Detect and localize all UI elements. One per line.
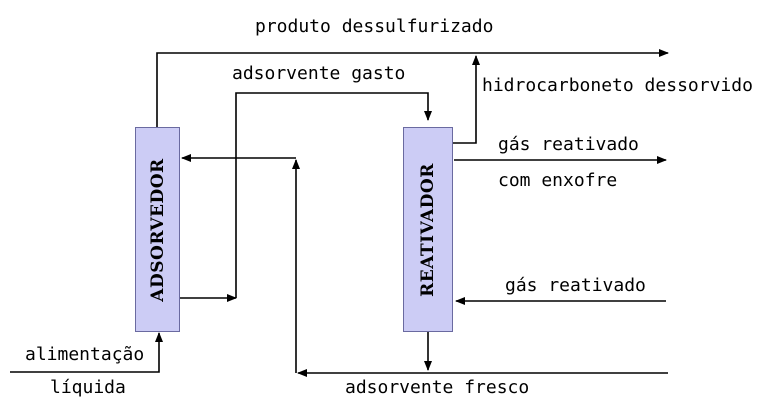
sulfur-gas-label-2: com enxofre [498, 170, 618, 191]
adsorber-label: ADSORVEDOR [147, 157, 168, 302]
reactivation-gas-label: gás reativado [505, 275, 646, 296]
adsorber-vessel: ADSORVEDOR [135, 127, 180, 332]
feed-line [10, 332, 163, 373]
product-label: produto dessulfurizado [255, 16, 494, 37]
spent-adsorbent-line-b [235, 92, 432, 298]
fresh-adsorbent-label: adsorvente fresco [345, 377, 530, 398]
reactivator-vessel: REATIVADOR [403, 127, 453, 332]
feed-label-2: líquida [50, 377, 126, 398]
product-stream-line [156, 49, 669, 128]
spent-adsorbent-label: adsorvente gasto [232, 63, 406, 84]
feed-label-1: alimentação [25, 344, 145, 365]
sulfur-gas-label-1: gás reativado [498, 134, 639, 155]
desorbed-hydrocarbon-line [450, 55, 480, 144]
desorbed-hydrocarbon-label: hidrocarboneto dessorvido [482, 75, 753, 96]
reactivator-label: REATIVADOR [418, 162, 438, 297]
